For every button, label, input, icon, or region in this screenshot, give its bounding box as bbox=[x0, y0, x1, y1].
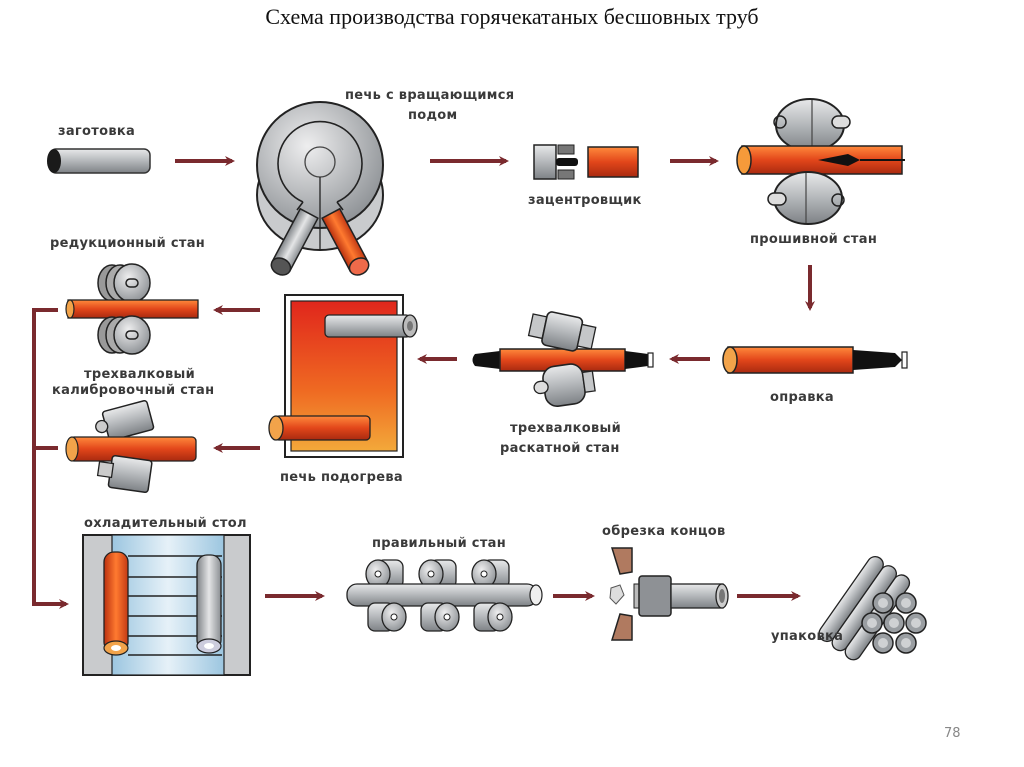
mandrel-illustration bbox=[722, 346, 908, 374]
three-roll-rolling-mill-illustration bbox=[472, 311, 654, 407]
rotary-furnace-illustration bbox=[256, 101, 384, 276]
label-end-cutting: обрезка концов bbox=[602, 524, 726, 539]
arrow-return-bracket bbox=[32, 308, 69, 609]
piercing-mill-illustration bbox=[736, 98, 905, 225]
end-cutting-illustration bbox=[609, 547, 729, 641]
packing-illustration bbox=[818, 555, 927, 661]
straightening-mill-illustration bbox=[346, 559, 543, 632]
label-sizing-mill-line1: трехвалковый bbox=[84, 367, 196, 382]
reheating-furnace-illustration bbox=[268, 294, 418, 458]
flow-arrows bbox=[32, 156, 815, 609]
label-rolling-mill-line2: раскатной стан bbox=[500, 441, 620, 456]
diagram-title: Схема производства горячекатаных бесшовн… bbox=[265, 4, 759, 29]
billet-illustration bbox=[47, 148, 151, 174]
label-sizing-mill-line2: калибровочный стан bbox=[52, 383, 215, 398]
label-billet: заготовка bbox=[58, 124, 136, 139]
three-roll-sizing-mill-illustration bbox=[65, 400, 197, 493]
label-reducing-mill: редукционный стан bbox=[50, 236, 206, 251]
label-straightening-mill: правильный стан bbox=[372, 536, 507, 551]
label-rolling-mill-line1: трехвалковый bbox=[510, 421, 622, 436]
cooling-table-illustration bbox=[82, 534, 251, 676]
label-rotary-furnace-line1: печь с вращающимся bbox=[345, 88, 515, 103]
label-mandrel: оправка bbox=[770, 390, 834, 405]
label-packing: упаковка bbox=[771, 629, 844, 644]
reducing-mill-illustration bbox=[65, 263, 199, 355]
page-number: 78 bbox=[944, 726, 961, 741]
label-piercing-mill: прошивной стан bbox=[750, 232, 878, 247]
label-reheating-furnace: печь подогрева bbox=[280, 470, 403, 485]
label-cooling-table: охладительный стол bbox=[84, 516, 247, 531]
label-rotary-furnace-line2: подом bbox=[408, 108, 458, 123]
centering-machine-illustration bbox=[533, 144, 639, 180]
lower-rolls bbox=[367, 602, 513, 632]
label-centering-machine: зацентровщик bbox=[528, 193, 642, 208]
